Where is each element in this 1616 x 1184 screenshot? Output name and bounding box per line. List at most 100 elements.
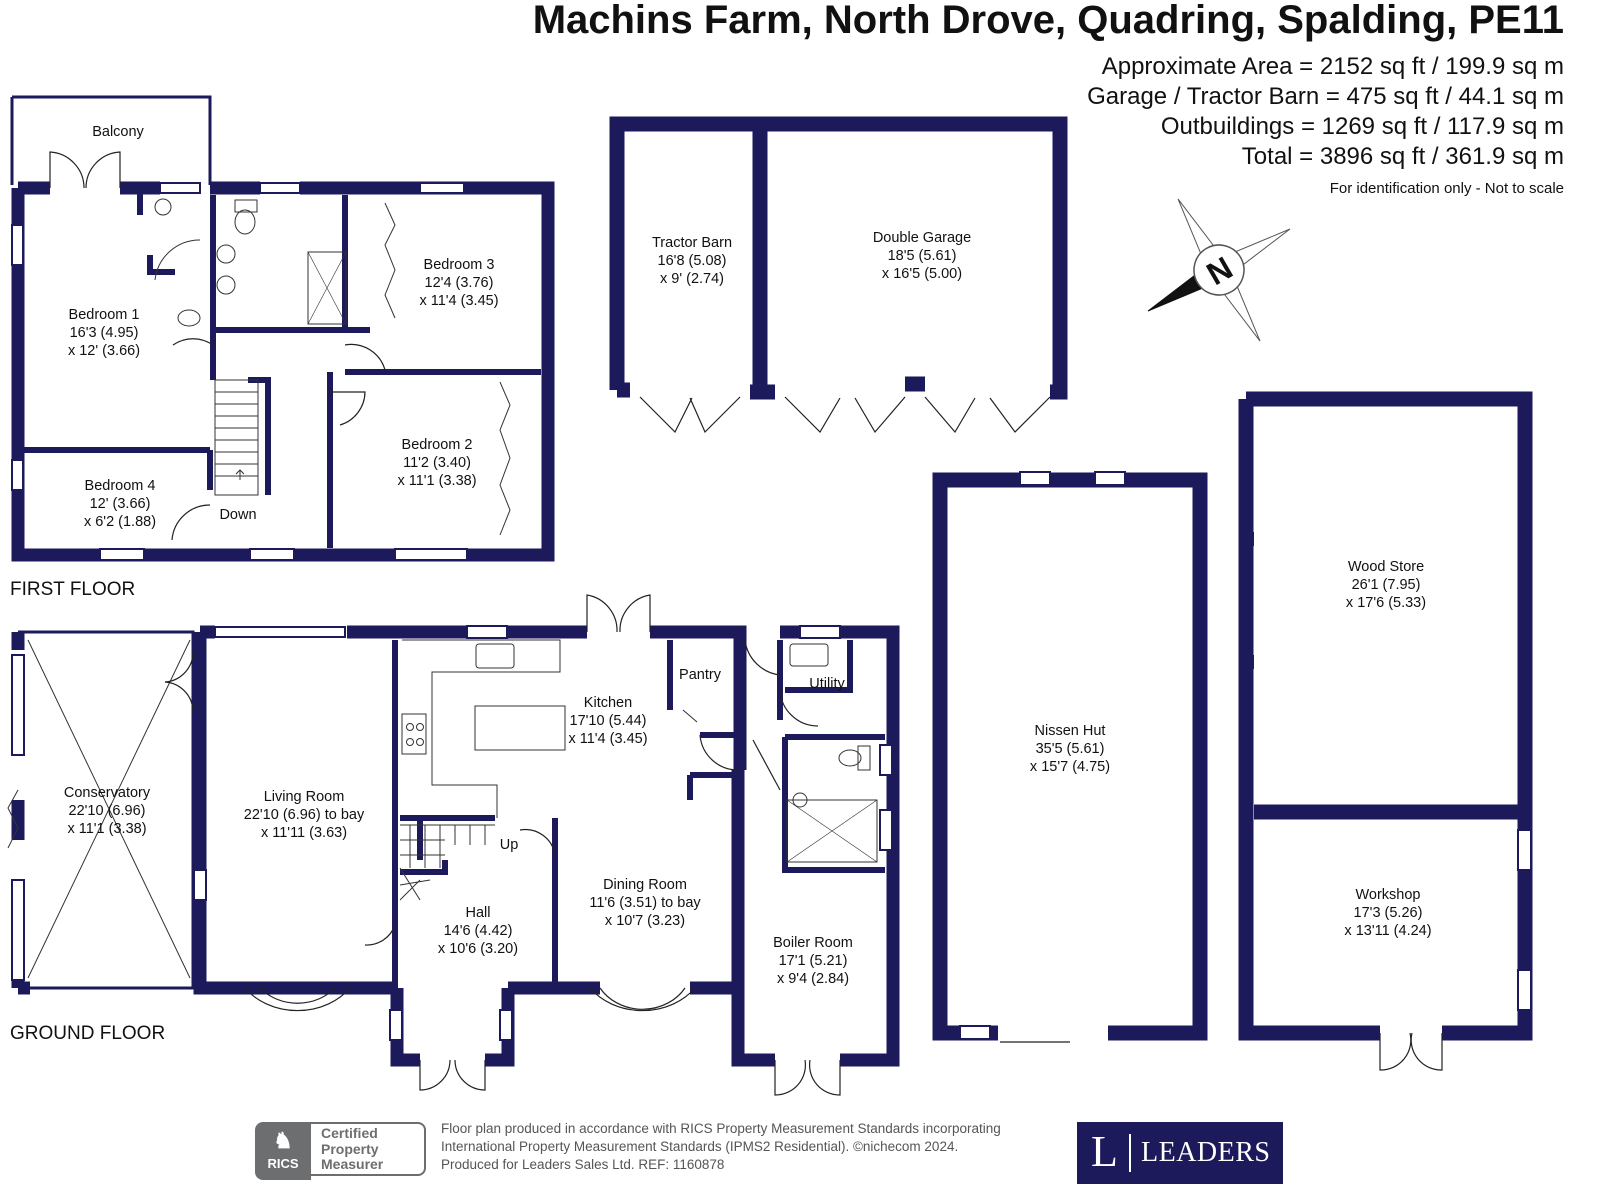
- room-dimension: 22'10 (6.96) to bay: [243, 807, 365, 823]
- room-workshop: Workshop 17'3 (5.26) x 13'11 (4.24): [1344, 886, 1431, 940]
- room-bedroom-3: Bedroom 3 12'4 (3.76) x 11'4 (3.45): [419, 256, 498, 310]
- room-utility: Utility: [809, 675, 844, 693]
- room-dimension: x 9'4 (2.84): [776, 971, 850, 987]
- room-dimension: 26'1 (7.95): [1351, 577, 1421, 593]
- room-name: Utility: [809, 676, 845, 692]
- room-name: Hall: [465, 905, 491, 921]
- leaders-logo-initial: L: [1091, 1127, 1118, 1176]
- rics-logo: ♞ RICS: [255, 1122, 311, 1180]
- post: [1240, 532, 1254, 546]
- room-dimension: x 9' (2.74): [659, 271, 725, 287]
- room-dimension: 12'4 (3.76): [424, 275, 494, 291]
- rics-certification-badge: ♞ RICS Certified Property Measurer: [255, 1122, 430, 1180]
- room-dimension: x 11'1 (3.38): [397, 473, 477, 489]
- area-summary: Approximate Area = 2152 sq ft / 199.9 sq…: [1087, 52, 1564, 172]
- room-tractor-barn: Tractor Barn 16'8 (5.08) x 9' (2.74): [652, 234, 732, 288]
- room-dimension: x 6'2 (1.88): [83, 514, 157, 530]
- room-conservatory: Conservatory 22'10 (6.96) x 11'1 (3.38): [64, 784, 150, 838]
- room-dimension: 18'5 (5.61): [887, 248, 957, 264]
- room-dimension: x 11'4 (3.45): [568, 731, 648, 747]
- room-dimension: 17'3 (5.26): [1353, 905, 1423, 921]
- area-garage: Garage / Tractor Barn = 475 sq ft / 44.1…: [1087, 83, 1564, 110]
- area-total: Total = 3896 sq ft / 361.9 sq m: [1241, 143, 1564, 170]
- windows: [11, 182, 1532, 1041]
- room-dimension: x 16'5 (5.00): [881, 266, 963, 282]
- room-name: Bedroom 3: [423, 257, 495, 273]
- room-bedroom-2: Bedroom 2 11'2 (3.40) x 11'1 (3.38): [397, 436, 476, 490]
- room-dimension: x 10'6 (3.20): [437, 941, 519, 957]
- identification-note: For identification only - Not to scale: [1329, 180, 1564, 197]
- area-approx: Approximate Area = 2152 sq ft / 199.9 sq…: [1101, 53, 1564, 80]
- footer-line: International Property Measurement Stand…: [441, 1139, 959, 1154]
- stairs-up-label: Up: [500, 836, 519, 854]
- first-floor-label: FIRST FLOOR: [10, 579, 136, 600]
- ground-floor-interior: [392, 640, 885, 988]
- room-name: Bedroom 2: [401, 437, 473, 453]
- outbuilding-walls: [1238, 391, 1533, 1041]
- rics-logo-text: RICS: [267, 1156, 299, 1171]
- footer-line: Floor plan produced in accordance with R…: [441, 1121, 1001, 1136]
- ground-floor-label: GROUND FLOOR: [10, 1023, 166, 1044]
- room-dimension: x 11'11 (3.63): [260, 825, 348, 841]
- room-boiler-room: Boiler Room 17'1 (5.21) x 9'4 (2.84): [773, 934, 853, 988]
- compass-icon: [1147, 198, 1291, 342]
- first-floor-interior: [24, 194, 541, 548]
- door-swings: [49, 151, 1443, 1096]
- footer-line: Produced for Leaders Sales Ltd. REF: 116…: [441, 1157, 725, 1172]
- garage-walls: [609, 116, 1068, 400]
- room-dimension: x 12' (3.66): [67, 343, 141, 359]
- room-name: Kitchen: [583, 695, 633, 711]
- first-floor-walls: [11, 181, 555, 562]
- room-dimension: 16'3 (4.95): [69, 325, 139, 341]
- rics-badge-line: Property: [321, 1140, 379, 1157]
- room-bedroom-1: Bedroom 1 16'3 (4.95) x 12' (3.66): [68, 306, 140, 360]
- room-dimension: 35'5 (5.61): [1035, 741, 1105, 757]
- room-dimension: x 10'7 (3.23): [604, 913, 686, 929]
- stairs-ground: [399, 824, 495, 901]
- room-dimension: 16'8 (5.08): [657, 253, 727, 269]
- balcony-rail: [12, 95, 212, 185]
- room-name: Balcony: [92, 124, 144, 140]
- room-kitchen: Kitchen 17'10 (5.44) x 11'4 (3.45): [568, 694, 647, 748]
- post: [1240, 655, 1254, 669]
- leaders-logo-name: LEADERS: [1141, 1137, 1271, 1168]
- footer-disclaimer: Floor plan produced in accordance with R…: [441, 1120, 1001, 1174]
- room-dimension: 17'10 (5.44): [569, 713, 647, 729]
- room-dimension: 17'1 (5.21): [778, 953, 848, 969]
- leaders-logo: L LEADERS: [1077, 1122, 1283, 1184]
- room-name: Pantry: [679, 667, 721, 683]
- room-dimension: x 13'11 (4.24): [1344, 923, 1432, 939]
- room-name: Workshop: [1355, 887, 1421, 903]
- room-balcony: Balcony: [92, 123, 144, 141]
- room-dining-room: Dining Room 11'6 (3.51) to bay x 10'7 (3…: [589, 876, 700, 930]
- room-dimension: 14'6 (4.42): [443, 923, 513, 939]
- room-name: Wood Store: [1347, 559, 1425, 575]
- page-title: Machins Farm, North Drove, Quadring, Spa…: [532, 0, 1564, 42]
- rics-badge-line: Certified: [321, 1125, 378, 1141]
- room-name: Dining Room: [603, 877, 687, 893]
- room-name: Down: [219, 507, 257, 523]
- conservatory-frame: [18, 630, 195, 990]
- room-pantry: Pantry: [679, 666, 721, 684]
- room-dimension: 11'6 (3.51) to bay: [589, 895, 701, 911]
- rics-badge-text: Certified Property Measurer: [311, 1122, 426, 1176]
- room-name: Double Garage: [872, 230, 972, 246]
- room-dimension: 12' (3.66): [89, 496, 151, 512]
- room-dimension: x 15'7 (4.75): [1029, 759, 1111, 775]
- room-hall: Hall 14'6 (4.42) x 10'6 (3.20): [438, 904, 518, 958]
- room-dimension: x 17'6 (5.33): [1345, 595, 1427, 611]
- room-name: Boiler Room: [773, 935, 853, 951]
- room-double-garage: Double Garage 18'5 (5.61) x 16'5 (5.00): [873, 229, 971, 283]
- room-name: Up: [499, 837, 519, 853]
- room-dimension: x 11'4 (3.45): [419, 293, 499, 309]
- room-dimension: x 11'1 (3.38): [67, 821, 147, 837]
- room-wood-store: Wood Store 26'1 (7.95) x 17'6 (5.33): [1346, 558, 1426, 612]
- room-name: Bedroom 1: [68, 307, 140, 323]
- nissen-hut-walls: [932, 472, 1208, 1041]
- rics-badge-line: Measurer: [321, 1156, 384, 1172]
- room-nissen-hut: Nissen Hut 35'5 (5.61) x 15'7 (4.75): [1030, 722, 1110, 776]
- room-name: Bedroom 4: [84, 478, 156, 494]
- room-name: Nissen Hut: [1034, 723, 1106, 739]
- fixtures: [7, 198, 878, 863]
